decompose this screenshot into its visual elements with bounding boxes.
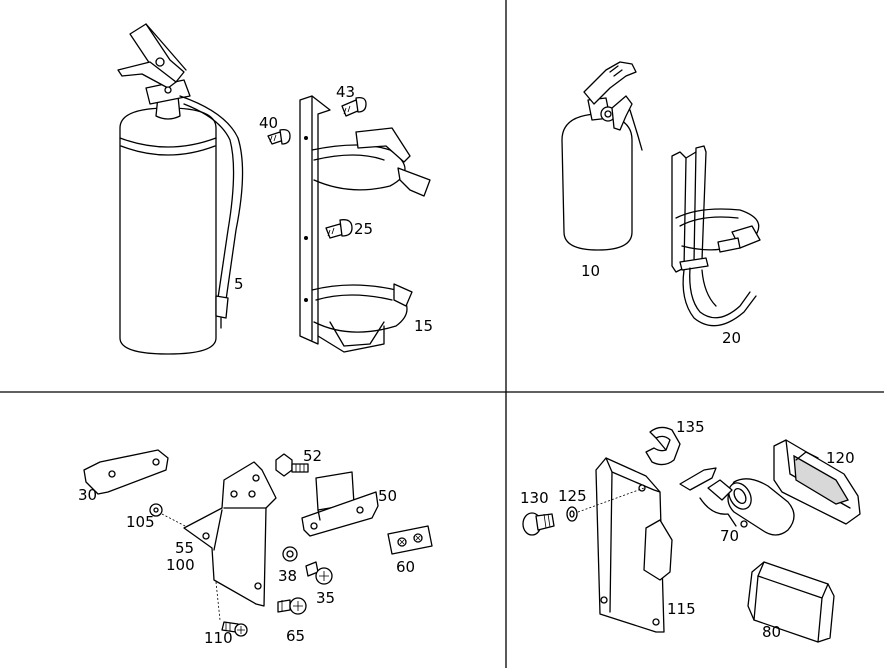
- label-5: 5: [234, 275, 244, 293]
- label-105: 105: [126, 513, 155, 531]
- screw-43: [341, 96, 367, 117]
- label-10: 10: [581, 262, 600, 280]
- label-100: 100: [166, 556, 195, 574]
- label-115: 115: [667, 600, 696, 618]
- bracket-plate-30: [83, 449, 169, 495]
- washer-105: [149, 503, 163, 517]
- label-135: 135: [676, 418, 705, 436]
- label-43: 43: [336, 83, 355, 101]
- bracket-50: [301, 471, 379, 537]
- screw-110: [221, 621, 248, 637]
- label-35: 35: [316, 589, 335, 607]
- label-110: 110: [204, 629, 233, 647]
- label-55: 55: [175, 539, 194, 557]
- holder-120: [773, 439, 861, 525]
- screw-35: [305, 561, 333, 585]
- cover-80: [747, 561, 835, 643]
- mounting-bracket-15: [299, 95, 431, 353]
- label-125: 125: [558, 487, 587, 505]
- bolt-130: [522, 512, 555, 536]
- label-65: 65: [286, 627, 305, 645]
- label-52: 52: [303, 447, 322, 465]
- label-50: 50: [378, 487, 397, 505]
- screw-40: [267, 128, 291, 145]
- leader-110: [215, 581, 221, 621]
- bracket-115: [595, 457, 673, 633]
- nut-38: [282, 546, 298, 562]
- bolt-52: [275, 453, 309, 477]
- washer-125: [566, 506, 578, 522]
- mounting-bracket-20: [671, 145, 761, 327]
- clip-135: [645, 426, 681, 466]
- fire-extinguisher-small: [561, 61, 643, 251]
- label-80: 80: [762, 623, 781, 641]
- fire-extinguisher-70: [679, 467, 795, 536]
- label-130: 130: [520, 489, 549, 507]
- label-120: 120: [826, 449, 855, 467]
- label-38: 38: [278, 567, 297, 585]
- bracket-55: [183, 461, 277, 607]
- label-60: 60: [396, 558, 415, 576]
- screw-25: [325, 219, 353, 239]
- label-30: 30: [78, 486, 97, 504]
- label-15: 15: [414, 317, 433, 335]
- label-20: 20: [722, 329, 741, 347]
- plate-60: [387, 525, 433, 555]
- label-40: 40: [259, 114, 278, 132]
- label-25: 25: [354, 220, 373, 238]
- label-70: 70: [720, 527, 739, 545]
- screw-65: [277, 597, 307, 615]
- fire-extinguisher-large: [117, 23, 244, 355]
